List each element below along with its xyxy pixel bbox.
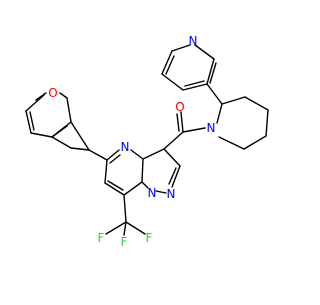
atom-o-methoxy: O: [48, 86, 57, 100]
bond: [104, 182, 125, 196]
bond: [106, 149, 120, 161]
bond: [265, 109, 269, 137]
molecule-structure: O O N N N N N F F F: [25, 34, 269, 249]
atom-f-left: F: [98, 231, 105, 245]
atom-n-bridge: N: [148, 186, 157, 200]
bond: [221, 96, 246, 105]
bond: [171, 44, 191, 52]
bond: [105, 221, 127, 235]
bond: [184, 80, 205, 87]
bond: [206, 83, 223, 105]
bond: [35, 92, 47, 101]
bond: [161, 50, 173, 75]
atom-n-pyrazole: N: [167, 187, 176, 201]
bond: [176, 113, 180, 132]
bond: [88, 149, 108, 161]
bond: [29, 111, 35, 131]
bond: [168, 167, 177, 185]
molecule-canvas: O O N N N N N F F F: [25, 34, 269, 249]
atom-labels: O O N N N N N F F F: [48, 34, 215, 249]
bond: [70, 121, 90, 151]
bond: [209, 62, 217, 84]
bond: [182, 127, 206, 133]
bond: [130, 149, 144, 160]
bond: [243, 135, 267, 150]
bond: [165, 55, 175, 75]
bond: [123, 221, 127, 236]
bond: [107, 180, 124, 191]
bond: [25, 94, 45, 112]
bond: [59, 92, 68, 99]
bond: [141, 181, 149, 189]
bond: [123, 181, 143, 196]
bond: [163, 131, 184, 150]
bond: [123, 194, 127, 223]
atom-f-right: F: [146, 231, 153, 245]
bond: [30, 132, 53, 138]
bond: [66, 97, 72, 123]
bond: [216, 103, 223, 124]
bond: [180, 111, 184, 133]
bond: [182, 83, 208, 91]
bond: [218, 136, 245, 150]
bond: [104, 159, 108, 184]
bond: [141, 158, 144, 183]
atom-n-piperidine: N: [207, 121, 216, 135]
bond: [51, 125, 68, 138]
bond: [161, 73, 184, 91]
bond: [51, 136, 72, 149]
bonds: [25, 44, 269, 236]
bond: [163, 148, 181, 167]
bond: [171, 165, 181, 188]
bond: [70, 147, 90, 151]
bond: [125, 221, 146, 235]
bond: [155, 190, 167, 194]
bond: [206, 58, 215, 85]
atom-o-carbonyl: O: [175, 100, 184, 114]
bond: [142, 148, 165, 160]
bond: [194, 44, 215, 60]
atom-n-pyrimidine: N: [121, 140, 130, 154]
atom-f-top: F: [121, 235, 128, 249]
bond: [244, 96, 269, 111]
bond: [25, 110, 32, 134]
bond: [109, 154, 121, 164]
atom-n-pyridine: N: [189, 34, 198, 48]
